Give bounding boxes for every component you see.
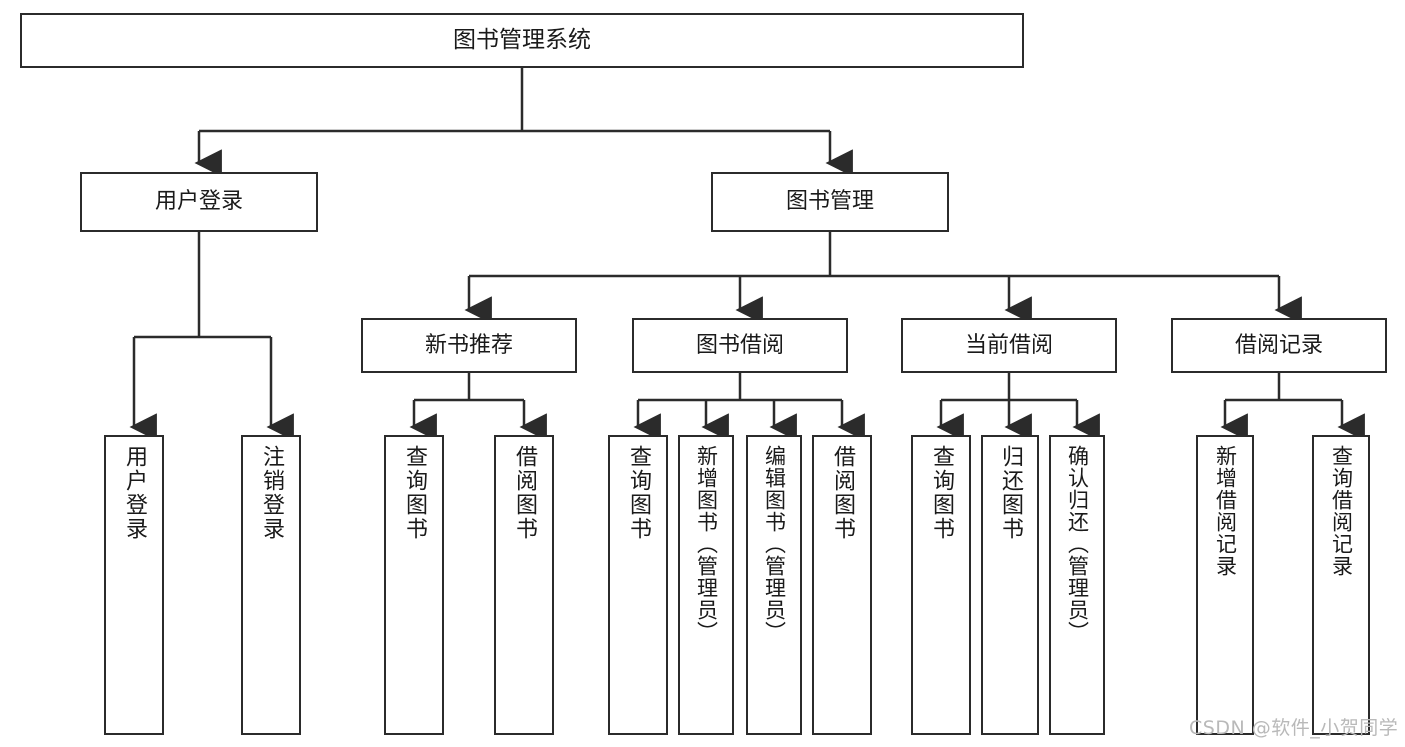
leaf-add-borrow-record[interactable]: 新增借阅记录 — [1196, 435, 1254, 735]
leaf-borrow-book[interactable]: 借阅图书 — [812, 435, 872, 735]
node-label: 查询图书 — [929, 445, 954, 541]
node-root-system[interactable]: 图书管理系统 — [20, 13, 1024, 68]
node-label: 归还图书 — [998, 445, 1023, 541]
node-label: 借阅图书 — [830, 445, 855, 541]
node-label: 当前借阅 — [964, 332, 1053, 358]
node-label: 编辑图书（管理员） — [762, 445, 787, 643]
leaf-query-borrow-record[interactable]: 查询借阅记录 — [1312, 435, 1370, 735]
node-borrow-record[interactable]: 借阅记录 — [1171, 318, 1387, 373]
node-label: 查询图书 — [402, 445, 427, 541]
node-label: 确认归还（管理员） — [1065, 445, 1090, 643]
leaf-user-login[interactable]: 用户登录 — [104, 435, 164, 735]
node-label: 图书管理系统 — [453, 26, 591, 53]
leaf-logout-login[interactable]: 注销登录 — [241, 435, 301, 735]
node-label: 查询借阅记录 — [1329, 445, 1354, 577]
node-label: 借阅图书 — [512, 445, 537, 541]
node-label: 查询图书 — [626, 445, 651, 541]
node-book-borrow[interactable]: 图书借阅 — [632, 318, 848, 373]
leaf-return-book[interactable]: 归还图书 — [981, 435, 1039, 735]
leaf-borrow-book-recommend[interactable]: 借阅图书 — [494, 435, 554, 735]
node-label: 新书推荐 — [424, 332, 513, 358]
leaf-add-book-admin[interactable]: 新增图书（管理员） — [678, 435, 734, 735]
node-label: 借阅记录 — [1234, 332, 1323, 358]
leaf-query-book-current[interactable]: 查询图书 — [911, 435, 971, 735]
leaf-confirm-return-admin[interactable]: 确认归还（管理员） — [1049, 435, 1105, 735]
node-label: 用户登录 — [154, 189, 243, 215]
leaf-query-book-recommend[interactable]: 查询图书 — [384, 435, 444, 735]
node-label: 新增图书（管理员） — [694, 445, 719, 643]
node-current-borrow[interactable]: 当前借阅 — [901, 318, 1117, 373]
leaf-edit-book-admin[interactable]: 编辑图书（管理员） — [746, 435, 802, 735]
node-label: 用户登录 — [122, 445, 147, 541]
node-user-login[interactable]: 用户登录 — [80, 172, 318, 232]
node-new-book-recommend[interactable]: 新书推荐 — [361, 318, 577, 373]
node-label: 注销登录 — [259, 445, 284, 541]
node-label: 图书管理 — [785, 189, 874, 215]
leaf-query-book-borrow[interactable]: 查询图书 — [608, 435, 668, 735]
node-book-management[interactable]: 图书管理 — [711, 172, 949, 232]
node-label: 图书借阅 — [695, 332, 784, 358]
node-label: 新增借阅记录 — [1213, 445, 1238, 577]
watermark-credit: CSDN @软件_小贺同学 — [1189, 713, 1398, 740]
watermark-text: CSDN @软件_小贺同学 — [1189, 717, 1399, 739]
